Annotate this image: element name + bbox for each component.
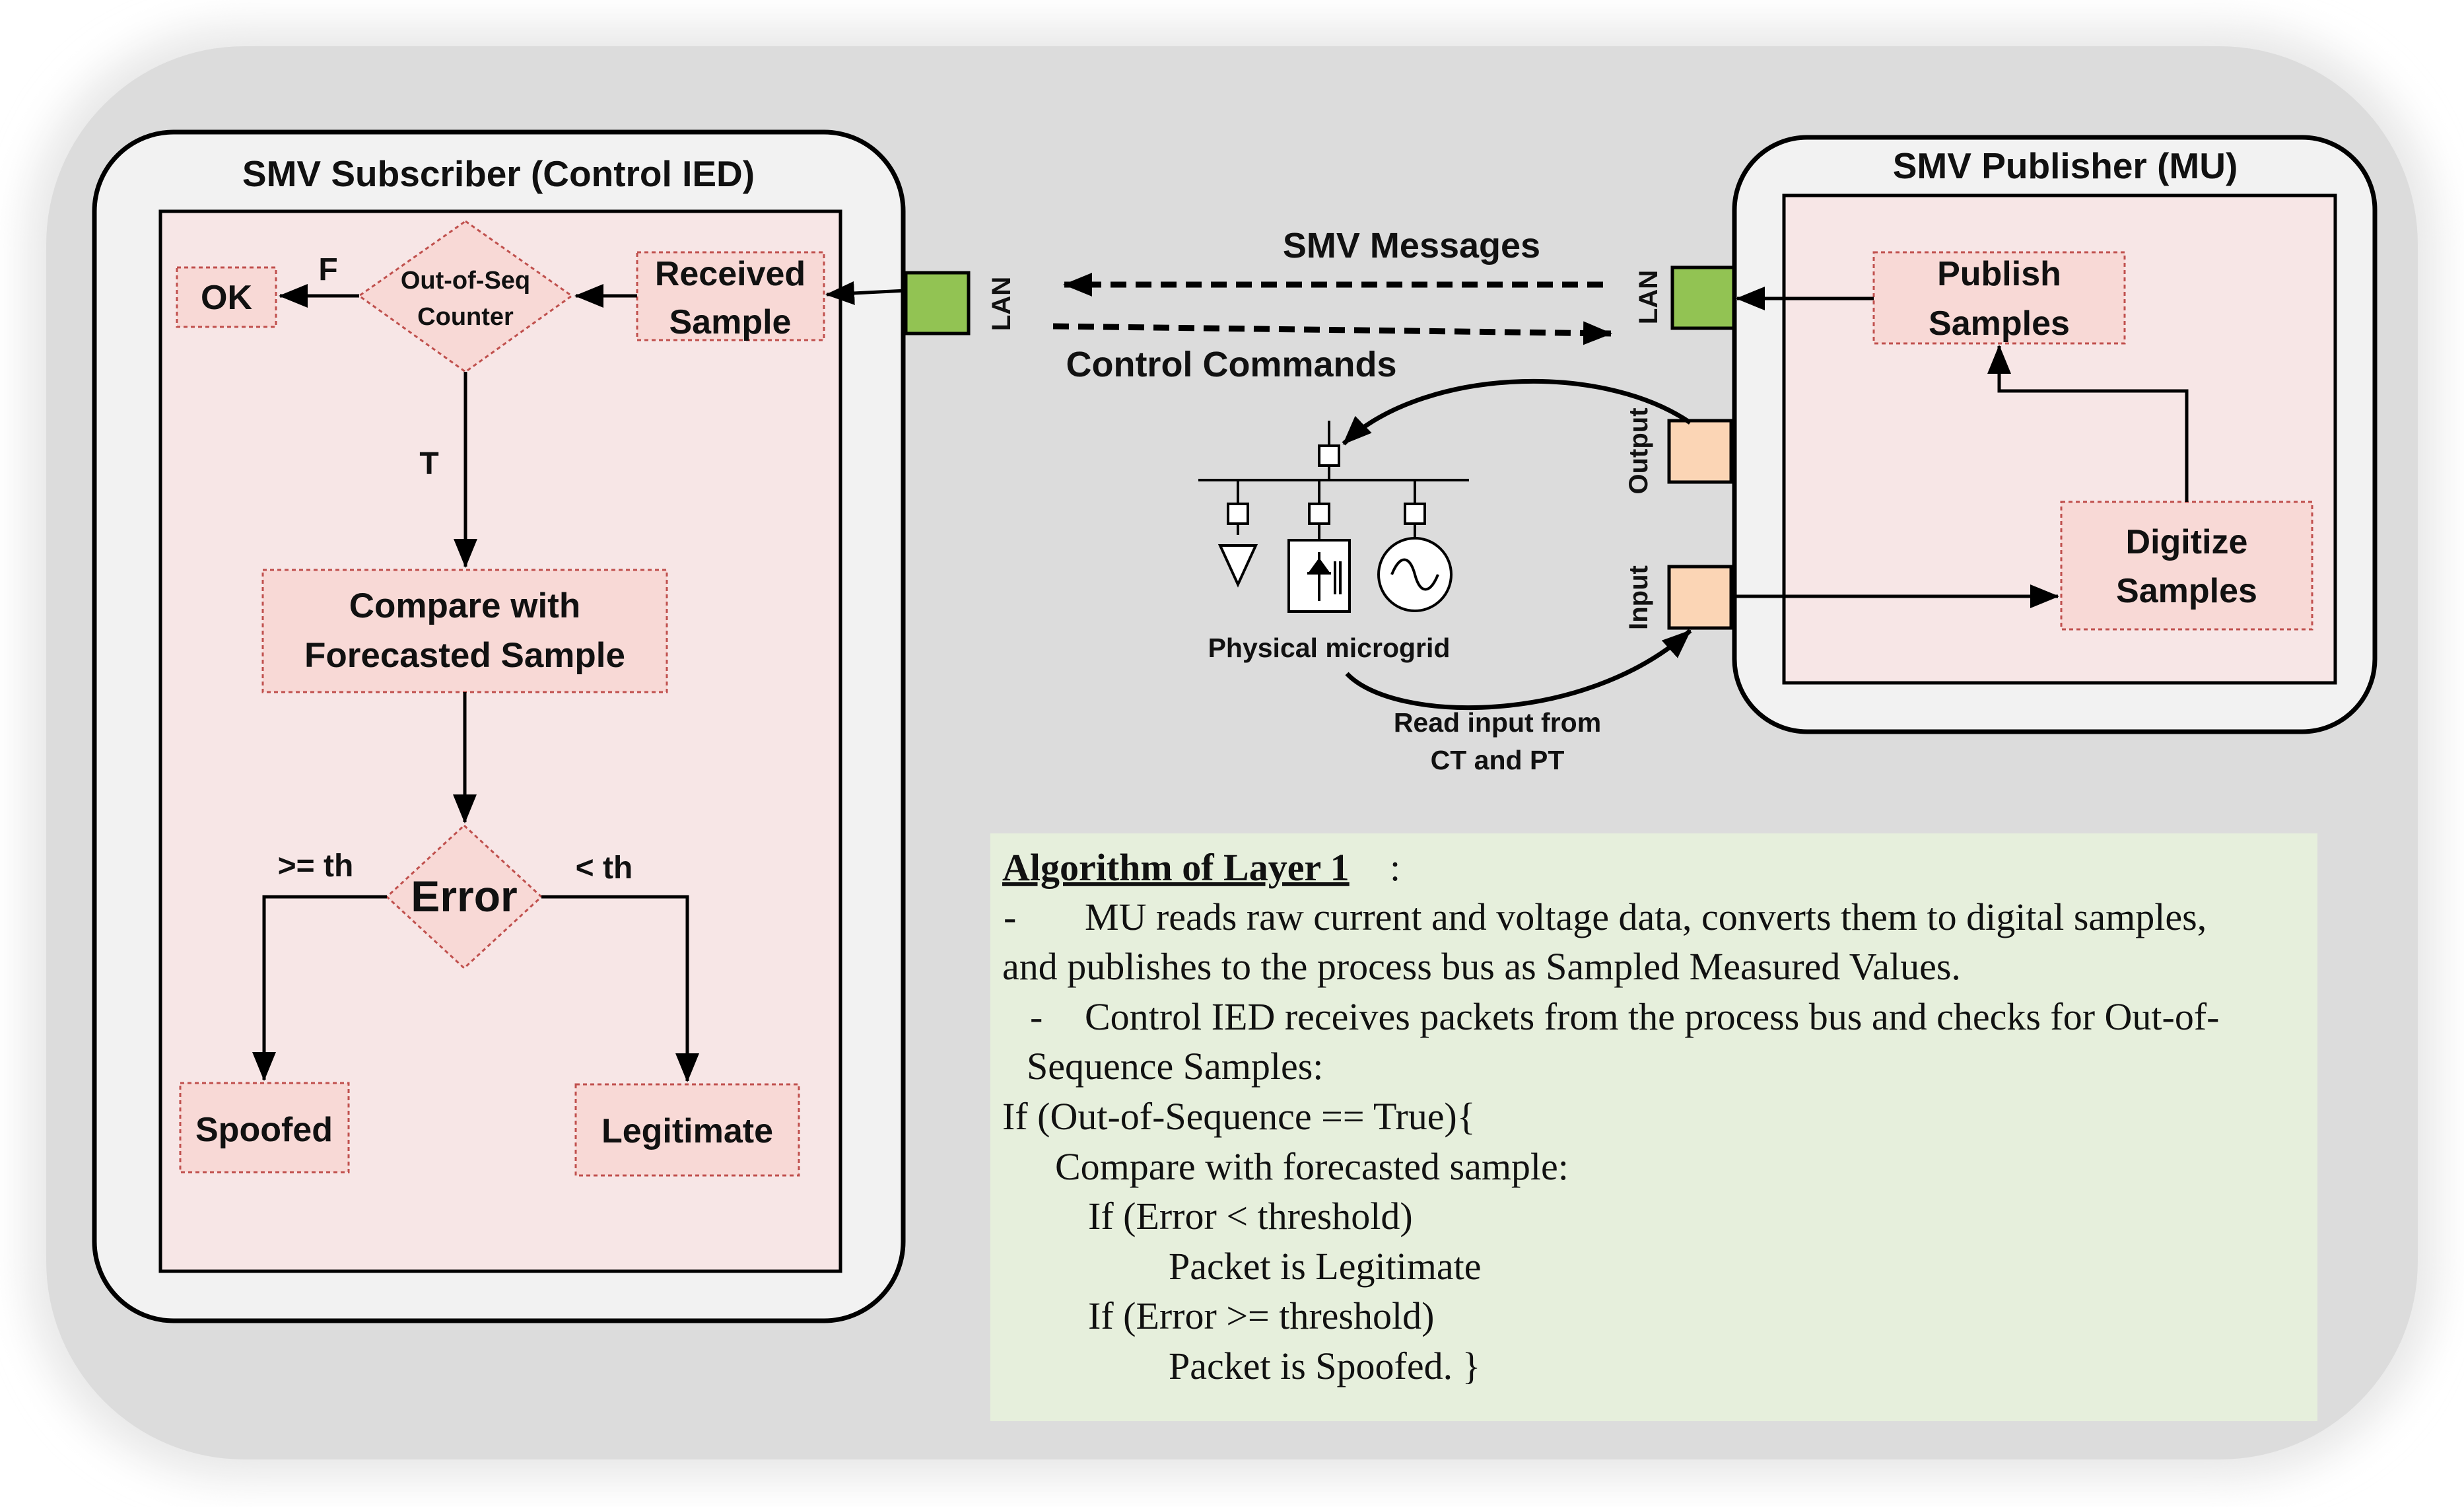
arrow-error-to-legitimate [541,895,699,1082]
network-links [1052,273,1612,345]
control-commands-arrow [1052,321,1612,345]
publisher-lan-port [1670,265,1736,330]
code-line5: If (Error >= threshold) [1088,1294,1434,1337]
arrow-error-to-spoofed [252,895,387,1081]
code-line1: If (Out-of-Sequence == True){ [1002,1095,1476,1138]
publisher-lan-label: LAN [1634,270,1663,324]
smv-messages-label: SMV Messages [1283,226,1540,265]
input-port-label: Input [1624,565,1653,630]
subscriber-lan-label: LAN [987,277,1016,331]
ok-node [176,266,277,328]
counter-line2: Counter [417,303,514,331]
received-sample-line1: Received [655,255,805,293]
subscriber-title: SMV Subscriber (Control IED) [242,153,755,194]
arrow-lan-to-received [825,281,907,305]
publish-line1: Publish [1937,255,2061,293]
digitize-line2: Samples [2116,572,2257,610]
arrow-output-to-microgrid [1342,378,1692,446]
spoofed-label: Spoofed [195,1111,333,1149]
bullet2-line1: Control IED receives packets from the pr… [1085,995,2219,1038]
ge-threshold-label: >= th [278,849,354,884]
error-decision-node [385,824,543,970]
microgrid-icon [1198,421,1469,613]
algorithm-panel [990,833,2317,1421]
read-input-line2: CT and PT [1431,745,1565,775]
digitize-samples-node [2060,501,2313,631]
bullet2-line2: Sequence Samples: [1027,1045,1323,1088]
code-line3: If (Error < threshold) [1088,1195,1413,1238]
code-line6: Packet is Spoofed. } [1169,1345,1480,1387]
legitimate-label: Legitimate [601,1112,773,1150]
field-io-arrows [1342,378,1692,711]
out-of-seq-counter-node [357,220,574,373]
code-line2: Compare with forecasted sample: [1055,1145,1569,1188]
publish-line2: Samples [1929,304,2070,343]
subscriber-lan-port [904,271,971,335]
spoofed-node [179,1082,350,1174]
publisher-output-port [1667,419,1733,484]
arrow-digitize-to-publish [1987,345,2189,502]
true-label: T [419,446,438,481]
algorithm-title: Algorithm of Layer 1 [1002,846,1350,889]
bullet1-line2: and publishes to the process bus as Samp… [1002,945,1961,988]
control-commands-label: Control Commands [1066,345,1396,384]
compare-line1: Compare with [349,586,580,625]
output-port-label: Output [1624,407,1653,494]
publisher-flow-arrows [1731,287,2189,608]
bullet2-dash: - [1030,995,1043,1038]
lt-threshold-label: < th [576,851,633,886]
received-sample-line2: Sample [669,303,792,341]
microgrid-label: Physical microgrid [1208,633,1451,663]
bullet1-dash: - [1004,895,1016,938]
false-label: F [318,252,337,287]
error-label: Error [411,872,517,921]
counter-line1: Out-of-Seq [401,267,530,295]
publisher-title: SMV Publisher (MU) [1893,145,2238,186]
received-sample-node [636,251,825,341]
arrow-microgrid-to-input [1345,629,1692,711]
bullet1-line1: MU reads raw current and voltage data, c… [1085,895,2207,938]
subscriber-flow-arrows [252,281,907,1082]
digitize-line1: Digitize [2126,523,2248,561]
publisher-input-port [1667,565,1733,630]
code-line4: Packet is Legitimate [1169,1245,1482,1288]
compare-line2: Forecasted Sample [304,636,625,675]
legitimate-node [574,1083,800,1177]
algorithm-title-suffix: : [1390,846,1400,889]
ok-label: OK [201,279,252,317]
publish-samples-node [1872,251,2126,345]
read-input-line1: Read input from [1394,707,1601,738]
